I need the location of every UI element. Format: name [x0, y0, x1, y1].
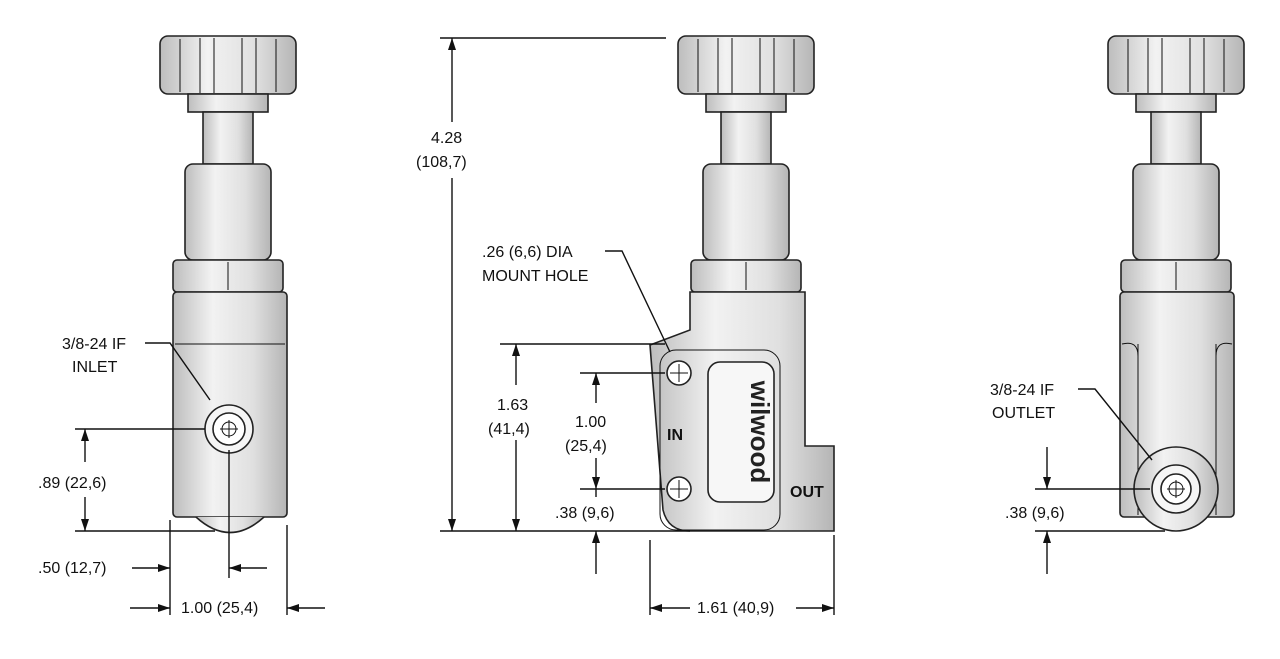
hole-spacing-2: (25,4) [565, 438, 607, 455]
outlet-label-1: 3/8-24 IF [990, 382, 1054, 399]
inlet-label-1: 3/8-24 IF [62, 336, 126, 353]
adjuster-knob-front [677, 35, 815, 293]
outlet-label-2: OUTLET [992, 405, 1055, 422]
mount-height-1: 1.63 [497, 397, 528, 414]
out-label: OUT [790, 484, 824, 501]
inlet-label-2: INLET [72, 359, 118, 376]
hole-spacing-1: 1.00 [575, 414, 606, 431]
left-width-dim: 1.00 (25,4) [181, 600, 258, 617]
outlet-height-dim: .38 (9,6) [1005, 505, 1065, 522]
mount-height-2: (41,4) [488, 421, 530, 438]
front-width-dim: 1.61 (40,9) [697, 600, 774, 617]
overall-height-2: (108,7) [416, 154, 467, 171]
left-view: 3/8-24 IF INLET .89 (22,6) .50 (12,7) 1.… [38, 35, 325, 617]
in-label: IN [667, 427, 683, 444]
inlet-height-dim: .89 (22,6) [38, 475, 106, 492]
adjuster-knob-right [1107, 35, 1245, 293]
hole-label-1: .26 (6,6) DIA [482, 244, 573, 261]
front-view: wilwood IN OUT 4.28 (108,7) .26 (6,6) DI… [416, 35, 835, 617]
right-view: 3/8-24 IF OUTLET .38 (9,6) [990, 35, 1245, 574]
hole-offset-dim: .38 (9,6) [555, 505, 615, 522]
overall-height-1: 4.28 [431, 130, 462, 147]
inlet-offset-dim: .50 (12,7) [38, 560, 106, 577]
logo-plate [707, 361, 775, 503]
hole-label-2: MOUNT HOLE [482, 268, 588, 285]
brand-logo: wilwood [745, 380, 775, 484]
adjuster-knob [159, 35, 297, 293]
